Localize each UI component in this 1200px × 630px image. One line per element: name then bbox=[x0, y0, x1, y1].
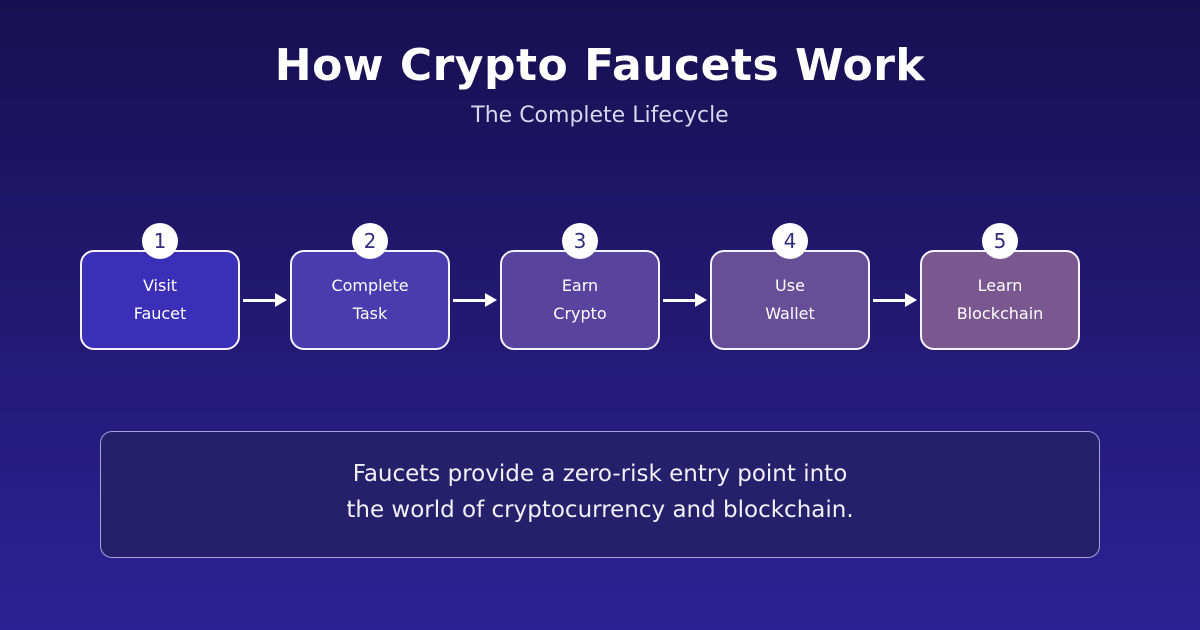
step-number: 4 bbox=[783, 229, 797, 253]
step-number: 3 bbox=[573, 229, 587, 253]
step-number: 2 bbox=[363, 229, 377, 253]
page-subtitle: The Complete Lifecycle bbox=[471, 103, 729, 128]
flow-arrow-2 bbox=[450, 250, 500, 350]
step-label-line1: Visit bbox=[142, 276, 178, 295]
step-1-box: Visit Faucet bbox=[80, 250, 240, 350]
step-1-visit-faucet: 1 Visit Faucet bbox=[80, 223, 240, 350]
step-2-complete-task: 2 Complete Task bbox=[290, 223, 450, 350]
step-5-number-badge: 5 bbox=[982, 223, 1018, 259]
step-number: 5 bbox=[993, 229, 1007, 253]
step-5-learn-blockchain: 5 Learn Blockchain bbox=[920, 223, 1080, 350]
step-3-number-badge: 3 bbox=[562, 223, 598, 259]
right-arrow-icon bbox=[873, 293, 917, 307]
page-title: How Crypto Faucets Work bbox=[274, 40, 926, 91]
step-1-number-badge: 1 bbox=[142, 223, 178, 259]
summary-line1: Faucets provide a zero-risk entry point … bbox=[352, 461, 848, 487]
step-label-line2: Faucet bbox=[133, 304, 187, 323]
step-4-box: Use Wallet bbox=[710, 250, 870, 350]
step-3-earn-crypto: 3 Earn Crypto bbox=[500, 223, 660, 350]
step-label-line1: Learn bbox=[977, 276, 1023, 295]
step-5-box: Learn Blockchain bbox=[920, 250, 1080, 350]
step-2-box: Complete Task bbox=[290, 250, 450, 350]
step-label-line1: Earn bbox=[561, 276, 599, 295]
step-label-line1: Use bbox=[775, 276, 805, 295]
flow-arrow-3 bbox=[660, 250, 710, 350]
lifecycle-flow: 1 Visit Faucet 2 Complete Task 3 bbox=[80, 223, 1080, 350]
right-arrow-icon bbox=[663, 293, 707, 307]
step-3-box: Earn Crypto bbox=[500, 250, 660, 350]
flow-arrow-4 bbox=[870, 250, 920, 350]
step-4-use-wallet: 4 Use Wallet bbox=[710, 223, 870, 350]
step-2-number-badge: 2 bbox=[352, 223, 388, 259]
step-number: 1 bbox=[153, 229, 167, 253]
flow-arrow-1 bbox=[240, 250, 290, 350]
step-4-number-badge: 4 bbox=[772, 223, 808, 259]
right-arrow-icon bbox=[243, 293, 287, 307]
step-label-line1: Complete bbox=[331, 276, 409, 295]
summary-line2: the world of cryptocurrency and blockcha… bbox=[346, 497, 854, 523]
step-label-line2: Crypto bbox=[553, 304, 607, 323]
summary-box: Faucets provide a zero-risk entry point … bbox=[100, 431, 1100, 558]
step-label-line2: Wallet bbox=[765, 304, 815, 323]
step-label-line2: Blockchain bbox=[956, 304, 1044, 323]
step-label-line2: Task bbox=[352, 304, 388, 323]
right-arrow-icon bbox=[453, 293, 497, 307]
header: How Crypto Faucets Work The Complete Lif… bbox=[0, 0, 1200, 128]
